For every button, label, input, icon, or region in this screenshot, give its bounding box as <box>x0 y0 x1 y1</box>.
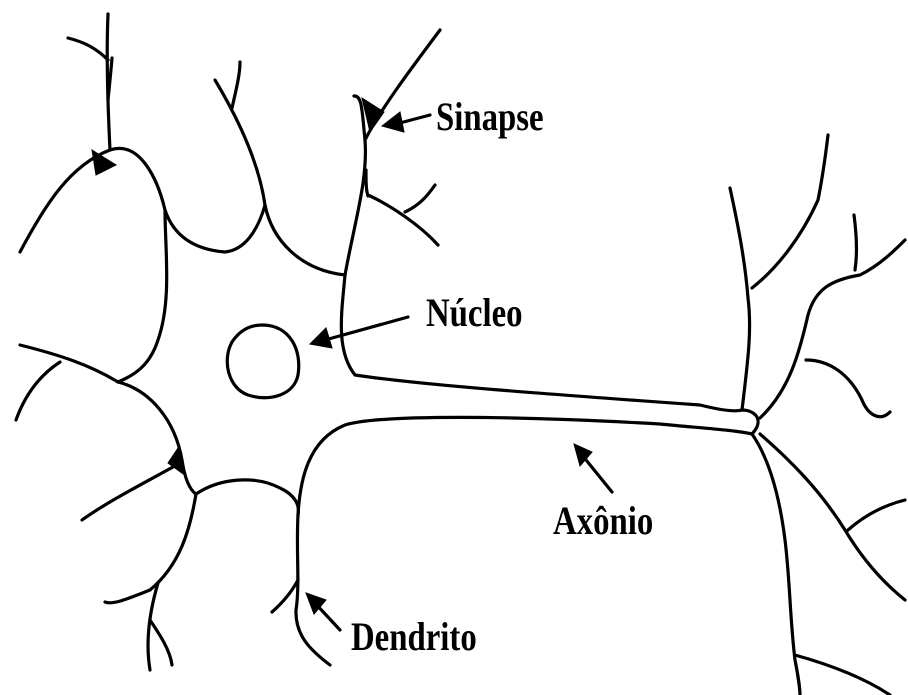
arrow-sinapse-head <box>382 112 404 132</box>
cell-body-left-side <box>118 210 167 382</box>
arrow-nucleo-shaft <box>325 317 408 340</box>
arrow-axonio-shaft <box>582 455 612 492</box>
nucleus-outline <box>227 325 299 398</box>
label-dendrito: Dendrito <box>351 617 477 657</box>
dendrite-left <box>16 345 118 420</box>
axon-lower-edge <box>298 417 752 515</box>
dendrite-lower-center <box>272 515 330 665</box>
label-sinapse: Sinapse <box>436 97 544 137</box>
dendrite-top-left <box>68 14 112 150</box>
label-axonio: Axônio <box>553 501 653 541</box>
cell-body-top-left-contour <box>20 148 345 275</box>
label-nucleo: Núcleo <box>426 293 523 333</box>
arrow-nucleo-head <box>310 328 332 348</box>
axon-terminal-junction <box>742 410 758 434</box>
cell-body-bottom-left-contour <box>118 382 298 515</box>
dendrite-lower-left <box>82 462 196 670</box>
dendrite-top-center <box>215 62 265 205</box>
axon-upper-edge <box>341 275 742 411</box>
cell-body <box>20 148 758 515</box>
dendrite-upper-right <box>345 30 440 275</box>
